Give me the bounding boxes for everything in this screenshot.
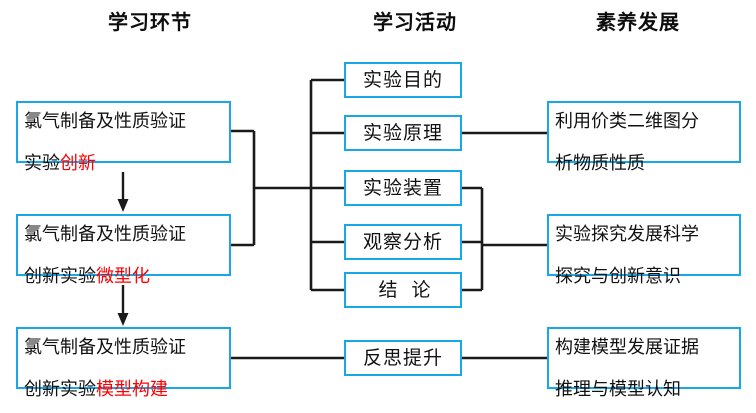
stage-3-line2-plain: 创新实验 — [24, 379, 96, 401]
activity-conclusion-label-a: 结 — [378, 278, 412, 301]
node-literacy-1[interactable]: 利用价类二维图分 析物质性质 — [547, 101, 741, 174]
arrow-stage2-to-stage3 — [117, 285, 129, 326]
node-activity-purpose[interactable]: 实验目的 — [344, 62, 462, 98]
activity-principle-label: 实验原理 — [362, 121, 443, 144]
literacy-2-line1: 实验探究发展科学 — [555, 223, 699, 245]
node-literacy-2[interactable]: 实验探究发展科学 探究与创新意识 — [547, 214, 741, 287]
literacy-1-line1: 利用价类二维图分 — [555, 110, 699, 132]
arrow-stage1-to-stage2 — [117, 172, 129, 212]
stage-2-highlight: 微型化 — [96, 266, 150, 288]
activity-purpose-label: 实验目的 — [362, 68, 443, 91]
activity-reflection-label: 反思提升 — [362, 346, 443, 369]
stage-3-line1: 氯气制备及性质验证 — [24, 336, 186, 358]
column-heading-learning-activity: 学习活动 — [373, 10, 457, 34]
bracket-middle-fanout — [309, 78, 344, 292]
node-activity-apparatus[interactable]: 实验装置 — [344, 170, 462, 206]
activity-observation-label: 观察分析 — [362, 230, 443, 253]
stage-2-line2-plain: 创新实验 — [24, 266, 96, 288]
column-heading-learning-stage: 学习环节 — [108, 10, 192, 34]
node-stage-2[interactable]: 氯气制备及性质验证 创新实验微型化 — [16, 214, 231, 287]
literacy-3-line1: 构建模型发展证据 — [555, 336, 699, 358]
column-heading-literacy-development: 素养发展 — [596, 10, 680, 34]
node-stage-3[interactable]: 氯气制备及性质验证 创新实验模型构建 — [16, 327, 231, 400]
literacy-3-line2: 推理与模型认知 — [555, 379, 681, 401]
node-activity-observation[interactable]: 观察分析 — [344, 224, 462, 260]
activity-apparatus-label: 实验装置 — [362, 176, 443, 199]
literacy-1-line2: 析物质性质 — [555, 153, 645, 175]
node-activity-conclusion[interactable]: 结论 — [344, 272, 462, 308]
node-literacy-3[interactable]: 构建模型发展证据 推理与模型认知 — [547, 327, 741, 400]
literacy-2-line2: 探究与创新意识 — [555, 266, 681, 288]
stage-1-line2-plain: 实验 — [24, 153, 60, 175]
stage-1-line1: 氯气制备及性质验证 — [24, 110, 186, 132]
node-activity-reflection[interactable]: 反思提升 — [344, 340, 462, 376]
activity-conclusion-label-b: 论 — [411, 278, 432, 301]
bracket-left-to-middle — [231, 129, 311, 247]
stage-1-highlight: 创新 — [60, 153, 96, 175]
stage-3-highlight: 模型构建 — [96, 379, 168, 401]
node-stage-1[interactable]: 氯气制备及性质验证 实验创新 — [16, 101, 231, 174]
bracket-middle-to-literacy2 — [462, 186, 547, 292]
node-activity-principle[interactable]: 实验原理 — [344, 115, 462, 151]
stage-2-line1: 氯气制备及性质验证 — [24, 223, 186, 245]
